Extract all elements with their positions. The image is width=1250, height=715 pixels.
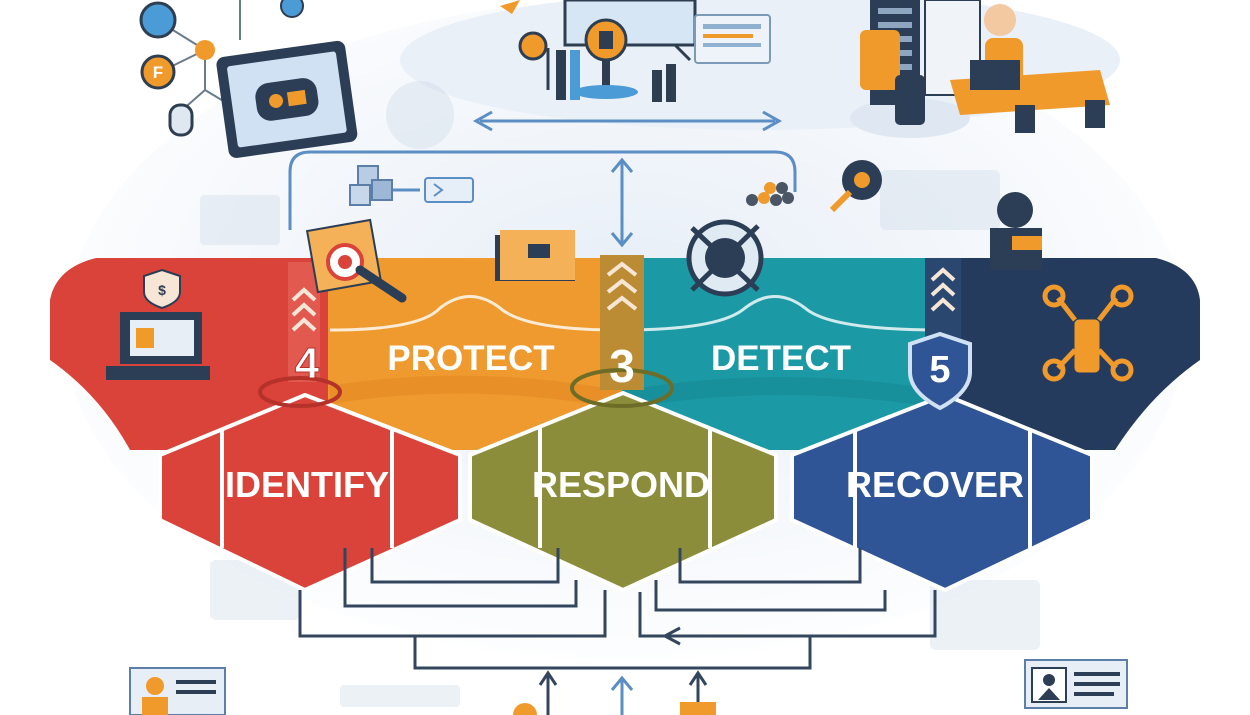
phase-label-protect: PROTECT (387, 339, 554, 378)
svg-text:F: F (153, 63, 163, 82)
bottom-gear-icons (513, 702, 716, 715)
phase-label-respond: RESPOND (532, 464, 710, 505)
flow-connectors-top (288, 110, 797, 248)
flow-connectors-bottom (298, 548, 937, 715)
phase-label-recover: RECOVER (846, 464, 1024, 505)
aperture-icon (686, 219, 764, 297)
security-terminal-icon: $ (106, 268, 210, 380)
cube-blocks-icon (349, 165, 393, 206)
phase-block-respond (468, 391, 778, 592)
framework-band (50, 255, 1200, 592)
flow-arrow-up (610, 675, 634, 715)
step-number-identify: 4 (295, 339, 320, 388)
key-icon (829, 160, 882, 213)
folder-icon (495, 230, 575, 281)
engineers-server-icon (850, 0, 1110, 138)
technician-icon (990, 192, 1042, 270)
chevron-tower-detect (925, 258, 961, 338)
svg-text:$: $ (158, 282, 166, 298)
coin-pile-icon (746, 182, 794, 206)
phase-label-identify: IDENTIFY (225, 464, 389, 505)
target-icon (305, 218, 407, 303)
step-number-center: 3 (609, 340, 635, 392)
computer-monitor-icon (500, 0, 697, 102)
phase-label-detect: DETECT (711, 339, 851, 378)
terminal-icon (424, 177, 474, 203)
step-number-detect: 5 (929, 349, 950, 391)
tablet-dashboard-icon (216, 40, 358, 158)
id-card-icon (1024, 659, 1128, 709)
document-panel-icon (694, 14, 771, 64)
profile-card-icon (129, 667, 226, 715)
chevron-tower-identify (258, 262, 342, 408)
circuit-cogs-icon (1042, 284, 1134, 382)
network-nodes-icon: F (139, 0, 304, 137)
chevron-tower-center (570, 255, 674, 408)
phase-block-identify-lower (158, 393, 462, 592)
faded-background-shapes (200, 81, 1040, 707)
shield-badge-icon (908, 331, 972, 411)
